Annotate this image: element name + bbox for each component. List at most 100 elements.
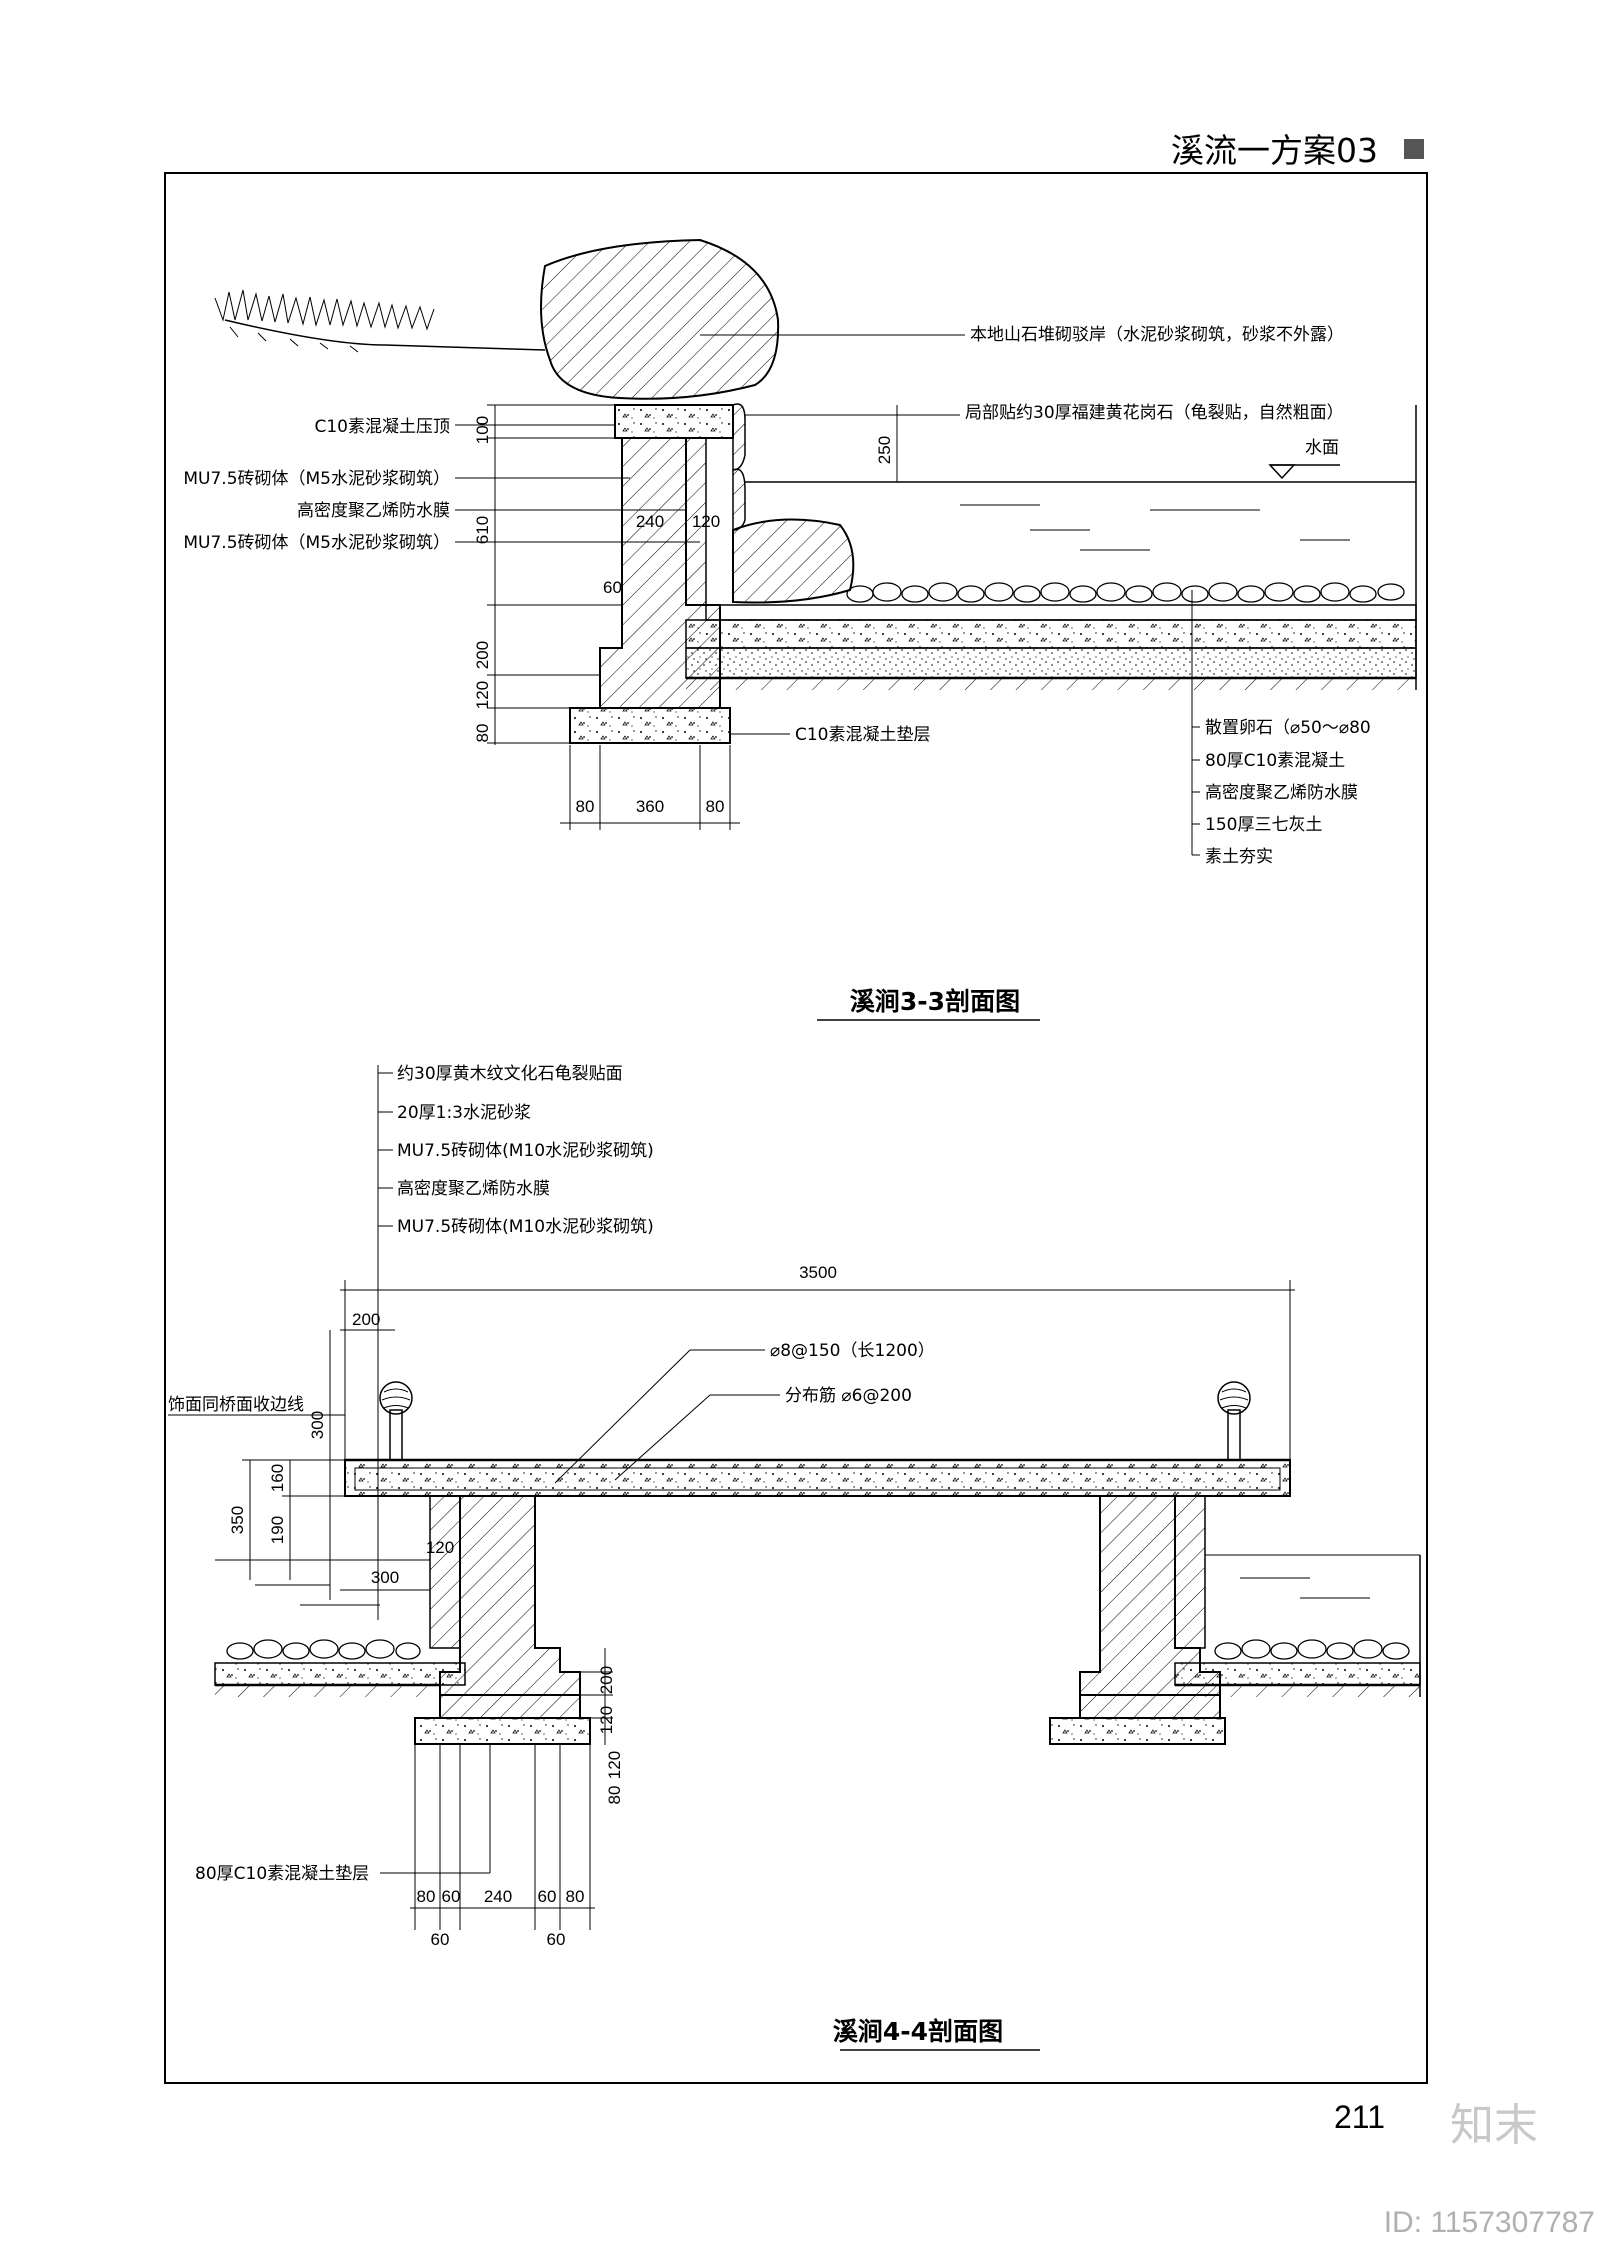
dim-300-wall: 300: [371, 1568, 399, 1587]
grass-bank: [214, 289, 546, 353]
dim-b80a: 80: [417, 1887, 436, 1906]
layer-note-1: 约30厚黄木纹文化石龟裂贴面: [397, 1064, 623, 1084]
dimensions-33: 100 610 200 120 80 250 240 120 60 80 360…: [473, 404, 898, 830]
section-4-4-title: 溪涧4-4剖面图: [833, 2017, 1003, 2046]
left-pebbles: [226, 1639, 421, 1660]
layer-note-4: 高密度聚乙烯防水膜: [397, 1179, 550, 1199]
bridge-deck: [344, 1459, 1291, 1497]
left-earth: [215, 1685, 440, 1697]
bed-layer-list: 散置卵石（⌀50～⌀80 80厚C10素混凝土 高密度聚乙烯防水膜 150厚三七…: [1191, 590, 1371, 867]
layer-note-2: 20厚1:3水泥砂浆: [397, 1103, 531, 1123]
label-cap: C10素混凝土压顶: [314, 417, 450, 437]
inner-brick-wall: [685, 437, 707, 606]
edge-note: 饰面同桥面收边线: [168, 1395, 304, 1415]
dim-r120b: 120: [605, 1751, 624, 1779]
bed-layer-1: 散置卵石（⌀50～⌀80: [1205, 718, 1371, 738]
pebbles: [846, 582, 1405, 603]
layer-note-3: MU7.5砖砌体(M10水泥砂浆砌筑): [397, 1141, 654, 1161]
foundation-label-44: 80厚C10素混凝土垫层: [195, 1864, 369, 1884]
concrete-footing: [569, 707, 731, 744]
label-stone-bank: 本地山石堆砌驳岸（水泥砂浆砌筑，砂浆不外露）: [970, 325, 1344, 345]
left-pier-base: [439, 1694, 581, 1719]
concrete-bed: [685, 619, 1417, 649]
membrane-layer: [705, 604, 1417, 621]
railing-posts: [379, 1381, 1251, 1461]
dim-r80: 80: [605, 1786, 624, 1805]
dim-b80a: 80: [576, 797, 595, 816]
bed-layer-5: 素土夯实: [1205, 847, 1273, 867]
watermark-id: ID: 1157307787: [1384, 2206, 1595, 2239]
dim-200: 200: [473, 641, 492, 669]
right-pier-base: [1079, 1694, 1221, 1719]
compacted-earth: [686, 678, 1416, 690]
dim-100: 100: [473, 416, 492, 444]
page-header: 溪流一方案03: [1171, 131, 1424, 170]
granite-facing-stone: [732, 403, 746, 471]
dim-190: 190: [268, 1516, 287, 1544]
dimensions-44-left: 350 160 190 300 120 300: [228, 1330, 454, 1600]
label-brick-1: MU7.5砖砌体（M5水泥砂浆砌筑）: [183, 469, 450, 489]
watermark-logo: 知末: [1450, 2100, 1538, 2151]
dim-610: 610: [473, 516, 492, 544]
drawing-frame: [164, 172, 1428, 2084]
section-3-3: 水面 本地山石堆砌驳岸（水泥砂浆砌筑，砂浆不外露） 局部贴约30厚福建黄花岗石（…: [183, 238, 1417, 1021]
dim-b80b: 80: [566, 1887, 585, 1906]
dimensions-44-elev: 200 120 120 80: [580, 1648, 624, 1804]
bed-layer-3: 高密度聚乙烯防水膜: [1205, 783, 1358, 803]
left-stream-bed: [214, 1662, 466, 1686]
right-stream-bed: [1174, 1662, 1421, 1686]
bed-layer-2: 80厚C10素混凝土: [1205, 751, 1345, 771]
rebar-dist-label: 分布筋 ⌀6@200: [785, 1386, 912, 1406]
dim-b60b: 60: [538, 1887, 557, 1906]
dim-80: 80: [473, 724, 492, 743]
right-footing: [1049, 1717, 1226, 1745]
sheet-title: 溪流一方案03: [1171, 131, 1378, 170]
layer-notes-44: 约30厚黄木纹文化石龟裂贴面 20厚1:3水泥砂浆 MU7.5砖砌体(M10水泥…: [377, 1064, 654, 1620]
deck-rebar-outline: [354, 1467, 1281, 1491]
dim-200-top: 200: [352, 1310, 380, 1329]
dim-120: 120: [473, 681, 492, 709]
dim-b80b: 80: [706, 797, 725, 816]
dim-240: 240: [636, 512, 664, 531]
granite-facing-stone-2: [732, 468, 746, 531]
section-4-4: 约30厚黄木纹文化石龟裂贴面 20厚1:3水泥砂浆 MU7.5砖砌体(M10水泥…: [168, 1064, 1421, 2051]
watermark: 知末 ID: 1157307787: [1384, 2100, 1595, 2239]
dim-r120: 120: [597, 1706, 616, 1734]
dim-300: 300: [308, 1411, 327, 1439]
dim-160: 160: [268, 1464, 287, 1492]
dim-b60d: 60: [547, 1930, 566, 1949]
callouts-left-33: C10素混凝土压顶 MU7.5砖砌体（M5水泥砂浆砌筑） 高密度聚乙烯防水膜 M…: [183, 417, 700, 553]
left-footing: [414, 1717, 591, 1745]
title-marker-square: [1404, 139, 1424, 159]
bed-layer-4: 150厚三七灰土: [1205, 815, 1322, 835]
left-bank-wall: [429, 1495, 461, 1649]
dim-r200: 200: [597, 1666, 616, 1694]
right-bank-wall: [1174, 1495, 1206, 1649]
dim-350: 350: [228, 1506, 247, 1534]
label-footing: C10素混凝土垫层: [795, 725, 931, 745]
bank-stone: [540, 238, 780, 400]
water-surface-label: 水面: [1305, 438, 1339, 458]
callouts-right-33: 本地山石堆砌驳岸（水泥砂浆砌筑，砂浆不外露） 局部贴约30厚福建黄花岗石（龟裂贴…: [700, 325, 1344, 423]
bottom-dims-44: 80 60 240 60 80 60 60: [410, 1745, 595, 1949]
concrete-cap: [614, 404, 734, 439]
dim-250: 250: [875, 436, 894, 464]
label-brick-2: MU7.5砖砌体（M5水泥砂浆砌筑）: [183, 533, 450, 553]
dim-b60c: 60: [431, 1930, 450, 1949]
dim-120-top: 120: [692, 512, 720, 531]
label-membrane: 高密度聚乙烯防水膜: [297, 501, 450, 521]
water-lines: 水面: [745, 438, 1416, 551]
dim-span: 3500: [799, 1263, 837, 1282]
dim-60: 60: [603, 578, 622, 597]
right-earth: [1200, 1685, 1420, 1697]
dim-120-wall: 120: [426, 1538, 454, 1557]
lime-soil-layer: [685, 647, 1417, 679]
section-3-3-title: 溪涧3-3剖面图: [850, 987, 1020, 1016]
dim-b60a: 60: [442, 1887, 461, 1906]
dim-b240: 240: [484, 1887, 512, 1906]
right-pebbles: [1214, 1639, 1410, 1660]
label-granite: 局部贴约30厚福建黄花岗石（龟裂贴，自然粗面）: [965, 403, 1344, 423]
layer-note-5: MU7.5砖砌体(M10水泥砂浆砌筑): [397, 1217, 654, 1237]
dim-b360: 360: [636, 797, 664, 816]
